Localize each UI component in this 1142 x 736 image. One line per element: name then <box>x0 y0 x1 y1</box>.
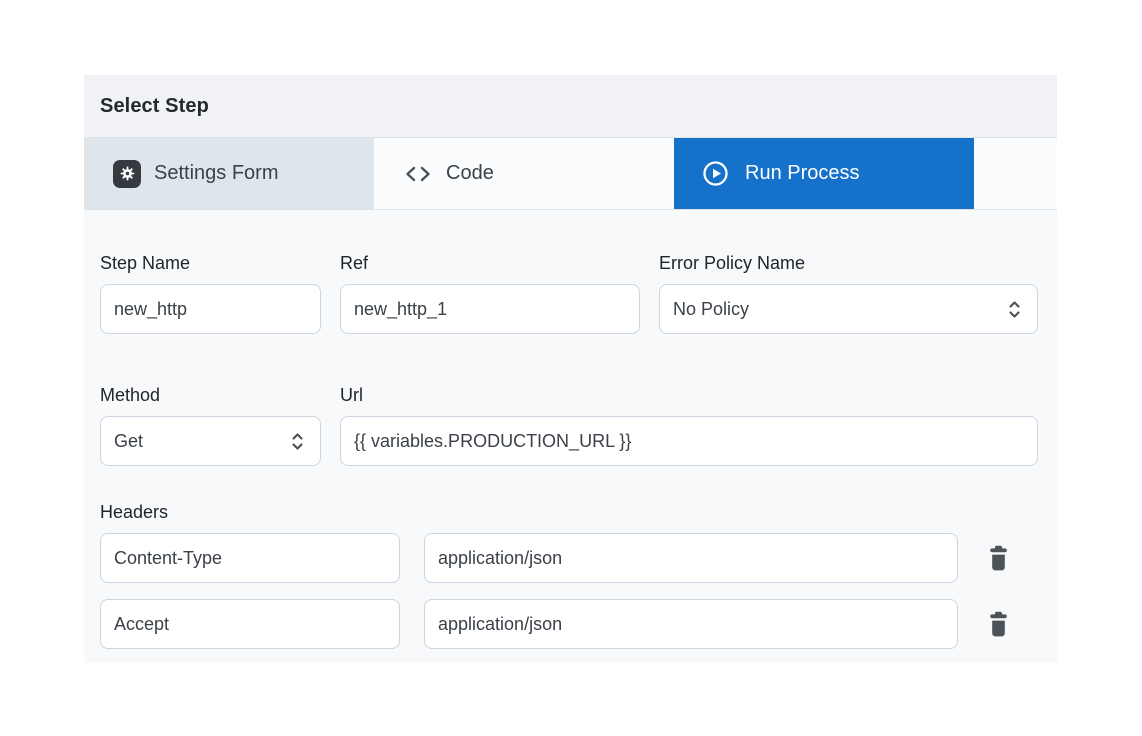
header-key-input[interactable] <box>100 533 400 583</box>
method-field: Method Get <box>100 384 321 466</box>
chevron-up-down-icon <box>1006 297 1023 322</box>
trash-icon <box>987 545 1010 572</box>
headers-label: Headers <box>100 502 169 522</box>
step-name-input[interactable] <box>100 284 321 334</box>
tab-bar: Settings Form Code Run Process <box>84 137 1057 210</box>
step-name-field: Step Name <box>100 252 321 334</box>
header-key-input[interactable] <box>100 599 400 649</box>
error-policy-value: No Policy <box>673 298 750 319</box>
code-icon <box>403 162 433 186</box>
gear-icon <box>113 159 141 188</box>
url-label: Url <box>340 385 363 405</box>
panel-title: Select Step <box>100 94 209 117</box>
ref-label: Ref <box>340 253 369 273</box>
url-field: Url <box>340 384 1038 466</box>
tab-settings-form-label: Settings Form <box>154 162 279 184</box>
trash-icon <box>987 611 1010 638</box>
panel-header: Select Step <box>84 75 1057 137</box>
tab-code[interactable]: Code <box>374 138 674 209</box>
header-row <box>100 533 1038 583</box>
url-input[interactable] <box>340 416 1038 466</box>
ref-field: Ref <box>340 252 640 334</box>
method-label: Method <box>100 385 161 405</box>
delete-header-button[interactable] <box>983 541 1014 576</box>
step-name-label: Step Name <box>100 253 191 273</box>
settings-form: Step Name Ref Error Policy Name No Polic… <box>84 210 1057 649</box>
play-icon <box>702 160 729 187</box>
tab-run-process[interactable]: Run Process <box>674 138 974 209</box>
select-step-panel: Select Step Settings Form <box>84 75 1057 663</box>
method-select[interactable]: Get <box>100 416 321 466</box>
form-row-request: Method Get Url <box>100 384 1038 466</box>
header-actions <box>958 541 1038 576</box>
ref-input[interactable] <box>340 284 640 334</box>
form-row-identity: Step Name Ref Error Policy Name No Polic… <box>100 252 1038 334</box>
header-row <box>100 599 1038 649</box>
error-policy-select[interactable]: No Policy <box>659 284 1038 334</box>
tab-run-process-label: Run Process <box>745 162 860 184</box>
tab-settings-form[interactable]: Settings Form <box>84 138 374 209</box>
tab-code-label: Code <box>446 162 494 184</box>
header-value-input[interactable] <box>424 599 958 649</box>
chevron-up-down-icon <box>289 429 306 454</box>
error-policy-label: Error Policy Name <box>659 253 806 273</box>
delete-header-button[interactable] <box>983 607 1014 642</box>
error-policy-field: Error Policy Name No Policy <box>659 252 1038 334</box>
headers-section: Headers <box>100 501 1038 649</box>
header-actions <box>958 607 1038 642</box>
method-value: Get <box>114 430 144 451</box>
header-value-input[interactable] <box>424 533 958 583</box>
